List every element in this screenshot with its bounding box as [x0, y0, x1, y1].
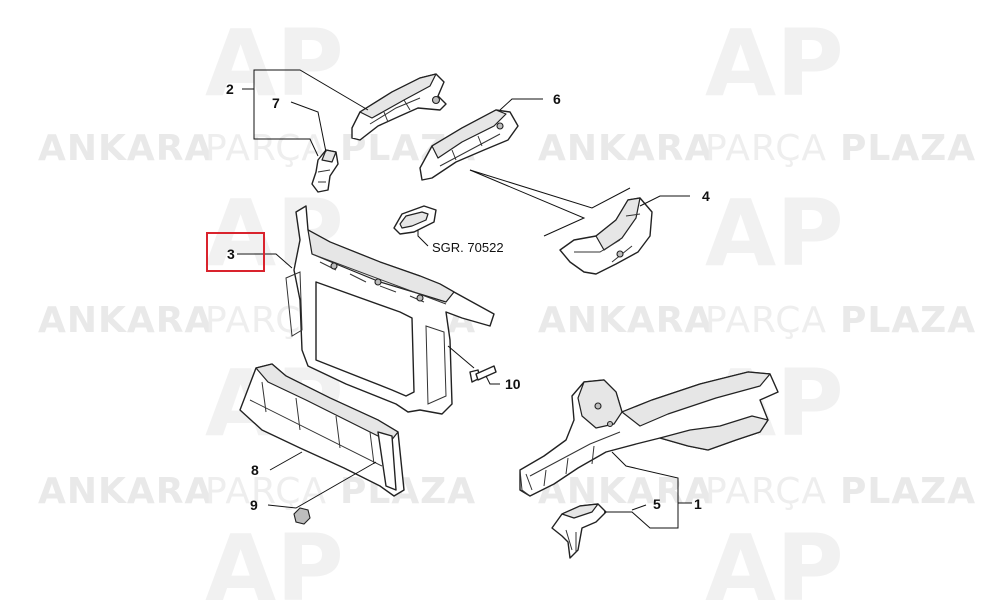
watermark-logo: AP: [705, 180, 844, 287]
callout-6[interactable]: 6: [553, 91, 561, 107]
callout-3[interactable]: 3: [227, 246, 235, 262]
watermark-brand-middle: PARÇA: [705, 128, 827, 169]
part-10-bolt[interactable]: [469, 365, 497, 383]
part-3-front-panel[interactable]: [285, 205, 495, 415]
watermark-logo: AP: [205, 515, 344, 600]
leader-lines: [237, 69, 692, 529]
part-9-clip[interactable]: [293, 507, 311, 525]
watermark-brand-middle: PARÇA: [205, 128, 327, 169]
watermark-brand-left: ANKARA: [538, 471, 713, 512]
seal-gasket[interactable]: [393, 205, 437, 235]
part-8-crossmember[interactable]: [239, 363, 405, 497]
watermark-brand-left: ANKARA: [38, 300, 213, 341]
watermark-brand-middle: PARÇA: [705, 300, 827, 341]
callout-10[interactable]: 10: [505, 376, 521, 392]
watermark-brand-right: PLAZA: [840, 471, 976, 512]
watermark-layer: AP AP AP AP AP AP AP AP ANKARA PARÇA PLA…: [38, 10, 976, 600]
part-4-reinforcement[interactable]: [559, 197, 653, 275]
callout-7[interactable]: 7: [272, 95, 280, 111]
watermark-brand-middle: PARÇA: [205, 471, 327, 512]
watermark-brand-middle: PARÇA: [705, 471, 827, 512]
watermark-logo: AP: [705, 515, 844, 600]
part-6-side-member[interactable]: [419, 109, 519, 181]
callout-8[interactable]: 8: [251, 462, 259, 478]
watermark-brand-left: ANKARA: [38, 471, 213, 512]
watermark-row: ANKARA PARÇA PLAZA ANKARA PARÇA PLAZA: [38, 471, 976, 512]
watermark-brand-right: PLAZA: [840, 300, 976, 341]
part-5-bracket[interactable]: [551, 503, 607, 559]
watermark-row: ANKARA PARÇA PLAZA ANKARA PARÇA PLAZA: [38, 300, 976, 341]
part-2-upper-rail[interactable]: [351, 73, 447, 141]
watermark-row: ANKARA PARÇA PLAZA ANKARA PARÇA PLAZA: [38, 128, 976, 169]
watermark-brand-right: PLAZA: [840, 128, 976, 169]
callout-labels: 2 7 6 4 3 SGR. 70522 10 8 9 5 1: [226, 81, 710, 513]
callout-1[interactable]: 1: [694, 496, 702, 512]
callout-9[interactable]: 9: [250, 497, 258, 513]
watermark-brand-left: ANKARA: [38, 128, 213, 169]
callout-4[interactable]: 4: [702, 188, 710, 204]
watermark-brand-right: PLAZA: [340, 471, 476, 512]
part-1-side-member[interactable]: [519, 371, 779, 497]
callout-5[interactable]: 5: [653, 496, 661, 512]
watermark-brand-left: ANKARA: [538, 128, 713, 169]
watermark-brand-left: ANKARA: [538, 300, 713, 341]
watermark-logo: AP: [205, 10, 344, 117]
callout-2[interactable]: 2: [226, 81, 234, 97]
highlight-box: [206, 232, 265, 272]
part-7-bracket[interactable]: [311, 149, 339, 193]
seal-reference-label: SGR. 70522: [432, 240, 504, 255]
watermark-logo: AP: [705, 10, 844, 117]
